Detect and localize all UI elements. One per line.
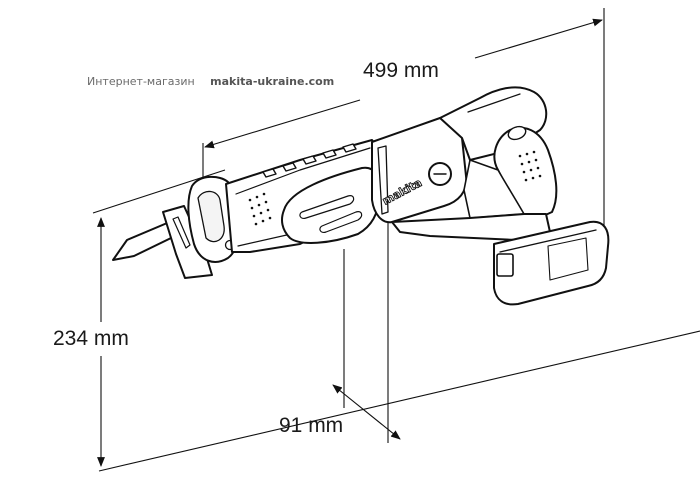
height-dimension-label: 234 mm [53,327,129,350]
watermark-site: makita-ukraine.com [210,75,335,88]
extension-line-bottom [98,330,700,472]
watermark: Интернет-магазин makita-ukraine.com [87,75,334,88]
battery-pack [493,220,610,306]
width-dimension-label: 91 mm [279,414,344,437]
texture-dots [248,192,272,226]
trigger-lock [507,125,527,141]
battery-release-button [496,253,514,277]
vent-ribs [262,143,357,178]
length-dim-line-left [204,99,361,149]
length-dimension-label: 499 mm [363,59,439,82]
length-dim-line-right [474,18,603,59]
front-grip [281,166,382,244]
width-dim-line [332,384,401,440]
rear-grip [493,126,558,223]
watermark-label: Интернет-магазин [87,75,195,88]
saw-body: makita [112,86,610,306]
dimension-lines [92,8,700,472]
